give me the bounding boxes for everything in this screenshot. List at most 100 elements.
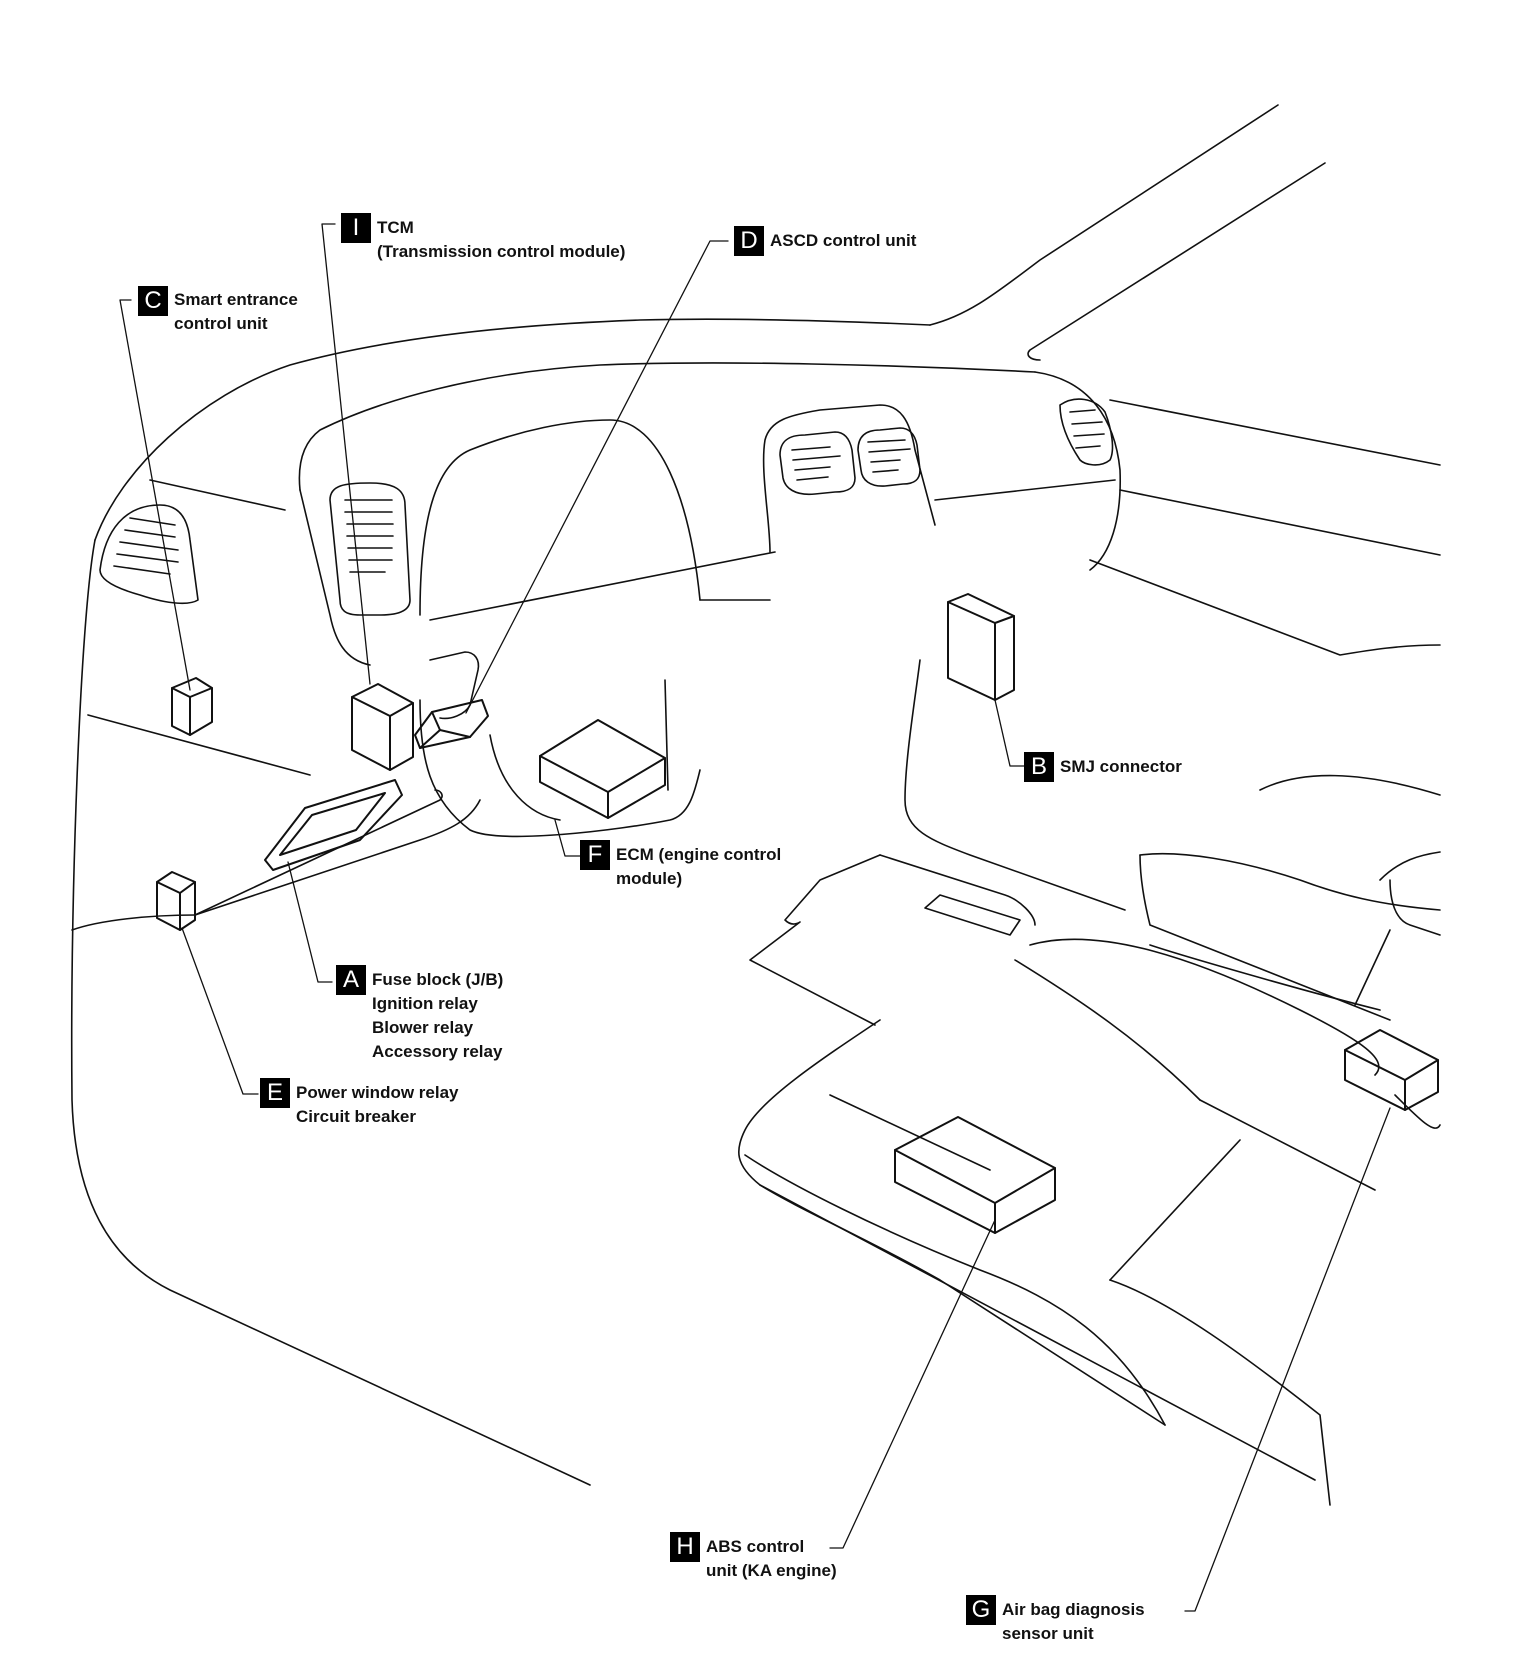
- floor-console-edge: [879, 854, 1036, 926]
- callout-badge-b: B: [1024, 752, 1054, 782]
- rear-seat-front: [1139, 854, 1391, 1021]
- callout-fuse-block-line-1: Fuse block (J/B): [372, 970, 504, 989]
- console-left: [904, 659, 1126, 911]
- callout-power-window-line-1: Power window relay: [296, 1083, 459, 1102]
- component-airbag-sensor: [1344, 1029, 1439, 1111]
- windshield-pillar-outer: [929, 104, 1279, 326]
- right-trim-top: [1259, 774, 1441, 796]
- seat-front-top: [1029, 938, 1380, 1076]
- knee-panel-lower: [489, 734, 561, 821]
- callout-fuse-block-line-4: Accessory relay: [372, 1042, 503, 1061]
- knee-panel: [419, 699, 701, 838]
- left-vent-line: [149, 479, 286, 511]
- leader-H: [829, 1219, 996, 1549]
- callout-airbag-line-2: sensor unit: [1002, 1624, 1094, 1643]
- callout-power-window-line-2: Circuit breaker: [296, 1107, 416, 1126]
- left-kick-panel: [87, 714, 311, 776]
- right-trim-low: [1354, 929, 1391, 1006]
- column-shroud: [429, 651, 480, 720]
- right-vent: [1059, 398, 1114, 466]
- callout-badge-e: E: [260, 1078, 290, 1108]
- callout-ascd-line-1: ASCD control unit: [770, 231, 917, 250]
- seat-front-curve: [744, 1154, 1166, 1426]
- callout-badge-h: H: [670, 1532, 700, 1562]
- right-dash-edge: [1034, 371, 1122, 571]
- seat-lower-line: [1109, 1279, 1331, 1506]
- dash-center-line: [762, 404, 936, 553]
- right-door-mid: [1119, 489, 1441, 556]
- callout-airbag-line-1: Air bag diagnosis: [1002, 1600, 1145, 1619]
- component-fuse-block: [264, 779, 403, 871]
- seat-cushion-right: [1199, 1099, 1376, 1191]
- center-vent-left-slats: [791, 446, 841, 481]
- leader-I: [321, 223, 371, 685]
- seat-lower-left: [759, 1184, 1316, 1481]
- windshield-pillar-inner: [1027, 162, 1326, 361]
- fuse-panel-lower: [194, 799, 481, 916]
- callout-fuse-block-line-2: Ignition relay: [372, 994, 478, 1013]
- seat-cushion-line: [829, 1094, 991, 1171]
- component-ascd-unit: [414, 699, 489, 749]
- leader-A: [287, 861, 333, 983]
- instrument-lower: [429, 551, 776, 621]
- center-panel-left: [299, 489, 371, 666]
- rear-seat-top: [1139, 852, 1441, 911]
- dashboard-top: [94, 318, 931, 541]
- callout-smj-line-1: SMJ connector: [1060, 757, 1182, 776]
- leader-B: [994, 699, 1025, 767]
- callout-badge-f: F: [580, 840, 610, 870]
- left-vent-slats: [113, 517, 179, 575]
- leader-D: [465, 240, 729, 714]
- left-vent: [99, 504, 199, 605]
- callout-abs-line-2: unit (KA engine): [706, 1561, 837, 1580]
- component-power-window-relay: [156, 871, 196, 931]
- right-trim-corner: [1394, 1094, 1441, 1129]
- component-ecm: [539, 719, 666, 819]
- right-door-top: [1109, 399, 1441, 466]
- callout-badge-i: I: [341, 213, 371, 243]
- callout-badge-d: D: [734, 226, 764, 256]
- component-tcm: [351, 683, 414, 771]
- callout-ecm-line-2: module): [616, 869, 683, 888]
- component-smart-entrance-unit: [171, 677, 213, 736]
- component-abs-unit: [894, 1116, 1056, 1234]
- callout-fuse-block-line-3: Blower relay: [372, 1018, 474, 1037]
- callout-ecm-line-1: ECM (engine control: [616, 845, 782, 864]
- callout-badge-a: A: [336, 965, 366, 995]
- console-vertical: [664, 679, 669, 791]
- right-door-low: [1089, 559, 1441, 656]
- fuse-panel-left: [194, 789, 443, 916]
- instrument-hood: [419, 419, 701, 616]
- left-door-edge: [70, 539, 591, 1486]
- rear-seat-arm: [1379, 851, 1441, 881]
- leader-F: [554, 819, 581, 857]
- callout-tcm-line-1: TCM: [377, 218, 414, 237]
- shift-gate: [924, 894, 1021, 936]
- callout-tcm-line-2: (Transmission control module): [377, 242, 626, 261]
- center-vent: [329, 482, 411, 616]
- seat-cushion-mid: [1109, 1139, 1241, 1281]
- callout-abs-line-1: ABS control: [706, 1537, 805, 1556]
- callout-smart-entrance-line-1: Smart entrance: [174, 290, 298, 309]
- leader-G: [1184, 1107, 1391, 1612]
- dashboard-upper-panel: [298, 362, 1036, 491]
- rear-seat-arm2: [1389, 879, 1441, 936]
- seat-front-edge: [738, 1019, 1166, 1426]
- component-smj-connector: [947, 593, 1015, 701]
- callout-smart-entrance-line-2: control unit: [174, 314, 268, 333]
- floor-console-top: [749, 854, 881, 1026]
- rear-seat-back: [1149, 944, 1381, 1011]
- callout-badge-g: G: [966, 1595, 996, 1625]
- center-vent-left: [779, 431, 856, 496]
- center-vent-right-slats: [867, 439, 911, 473]
- leader-C: [119, 299, 191, 691]
- center-vent-right: [857, 427, 921, 487]
- dash-right-line: [934, 479, 1116, 501]
- seat-cushion-seam: [1014, 959, 1201, 1101]
- callout-badge-c: C: [138, 286, 168, 316]
- leader-E: [181, 927, 259, 1095]
- right-vent-slats: [1069, 409, 1105, 449]
- leader-lines: [119, 223, 1391, 1612]
